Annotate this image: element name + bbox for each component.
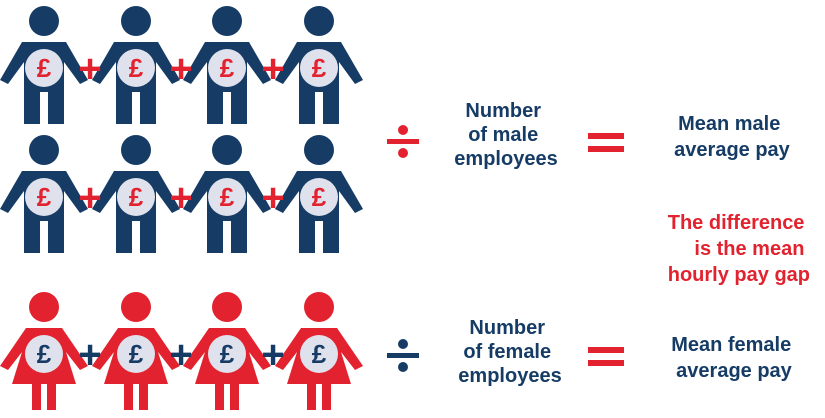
divide-icon xyxy=(387,339,419,372)
person-icon: £ xyxy=(183,135,271,253)
equals-icon xyxy=(588,347,624,366)
svg-text:£: £ xyxy=(220,339,235,369)
person-icon: £ xyxy=(0,292,88,410)
divide-icon xyxy=(387,125,419,158)
pound-sign-icon: £ xyxy=(208,178,246,216)
svg-text:£: £ xyxy=(129,182,144,212)
svg-text:£: £ xyxy=(129,339,144,369)
svg-text:£: £ xyxy=(220,53,235,83)
person-icon: £ xyxy=(275,292,363,410)
plus-icon: + xyxy=(261,47,284,91)
person-icon: £ xyxy=(92,292,180,410)
plus-icon: + xyxy=(78,176,101,220)
plus-icon: + xyxy=(78,47,101,91)
pound-sign-icon: £ xyxy=(208,49,246,87)
person-icon: £ xyxy=(275,6,363,124)
mean-male-pay-label: Mean male average pay xyxy=(674,113,791,161)
person-icon: £ xyxy=(275,135,363,253)
female-figures-row: £ £ £ £ + + + xyxy=(0,292,363,410)
pay-gap-note: The difference is the mean hourly pay ga… xyxy=(668,212,810,286)
svg-text:£: £ xyxy=(129,53,144,83)
svg-text:£: £ xyxy=(312,182,327,212)
person-icon: £ xyxy=(92,6,180,124)
svg-text:£: £ xyxy=(220,182,235,212)
svg-text:£: £ xyxy=(37,53,52,83)
pound-sign-icon: £ xyxy=(117,335,155,373)
pound-sign-icon: £ xyxy=(25,335,63,373)
pound-sign-icon: £ xyxy=(25,178,63,216)
male-figures-row-2: £ £ £ £ + + + xyxy=(0,135,363,253)
plus-icon: + xyxy=(261,176,284,220)
pound-sign-icon: £ xyxy=(300,335,338,373)
pound-sign-icon: £ xyxy=(300,49,338,87)
plus-icon: + xyxy=(261,333,284,377)
male-count-label: Number of male employees xyxy=(454,100,557,170)
person-icon: £ xyxy=(183,292,271,410)
svg-text:£: £ xyxy=(37,339,52,369)
plus-icon: + xyxy=(78,333,101,377)
pound-sign-icon: £ xyxy=(208,335,246,373)
plus-icon: + xyxy=(169,333,192,377)
plus-icon: + xyxy=(169,47,192,91)
person-icon: £ xyxy=(92,135,180,253)
male-figures-row-1: £ £ £ £ + + + xyxy=(0,6,363,124)
person-icon: £ xyxy=(0,6,88,124)
pound-sign-icon: £ xyxy=(117,178,155,216)
equals-icon xyxy=(588,133,624,152)
mean-female-pay-label: Mean female average pay xyxy=(671,334,797,382)
pound-sign-icon: £ xyxy=(25,49,63,87)
person-icon: £ xyxy=(183,6,271,124)
pound-sign-icon: £ xyxy=(117,49,155,87)
person-icon: £ xyxy=(0,135,88,253)
svg-text:£: £ xyxy=(312,339,327,369)
svg-text:£: £ xyxy=(37,182,52,212)
female-count-label: Number of female employees xyxy=(458,317,561,387)
plus-icon: + xyxy=(169,176,192,220)
pound-sign-icon: £ xyxy=(300,178,338,216)
svg-text:£: £ xyxy=(312,53,327,83)
